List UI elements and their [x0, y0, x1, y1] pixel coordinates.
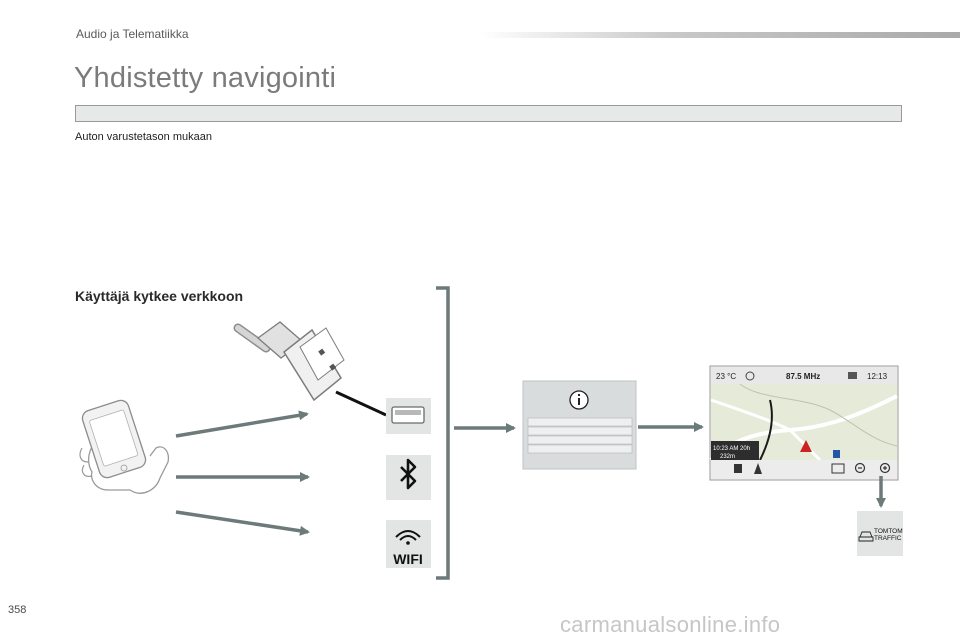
- header-rule: [480, 32, 960, 38]
- wifi-label: WIFI: [393, 551, 423, 567]
- screen-temperature: 23 °C: [716, 372, 736, 381]
- tomtom-traffic-badge: TOMTOM TRAFFIC: [857, 511, 903, 556]
- source-bracket: [436, 286, 450, 580]
- usb-port-icon: [386, 398, 431, 434]
- page-title: Yhdistetty navigointi: [74, 62, 337, 94]
- page-number: 358: [8, 604, 27, 616]
- bluetooth-icon: [386, 455, 431, 500]
- watermark: carmanualsonline.info: [560, 612, 781, 637]
- screen-distance: 232m: [720, 454, 735, 460]
- title-strip: [75, 105, 902, 122]
- info-panel: [522, 380, 637, 470]
- wifi-icon: WIFI: [386, 520, 431, 568]
- traffic-line2: TRAFFIC: [874, 535, 902, 542]
- availability-note: Auton varustetason mukaan: [75, 131, 212, 143]
- navigation-screen: 23 °C 87.5 MHz 12:13 10:23 AM 20h 232m: [709, 365, 899, 481]
- screen-frequency: 87.5 MHz: [786, 372, 820, 381]
- smartphone-icon: [79, 399, 170, 494]
- traffic-line1: TOMTOM: [874, 528, 903, 535]
- arrow-wifi: [175, 510, 310, 536]
- screen-clock: 12:13: [867, 372, 888, 381]
- arrow-usb: [175, 410, 309, 438]
- screen-eta: 10:23 AM 20h: [713, 446, 750, 452]
- section-heading: Käyttäjä kytkee verkkoon: [75, 288, 244, 304]
- section-header: Audio ja Telematiikka: [76, 27, 189, 41]
- usb-plug-icon: [233, 321, 387, 417]
